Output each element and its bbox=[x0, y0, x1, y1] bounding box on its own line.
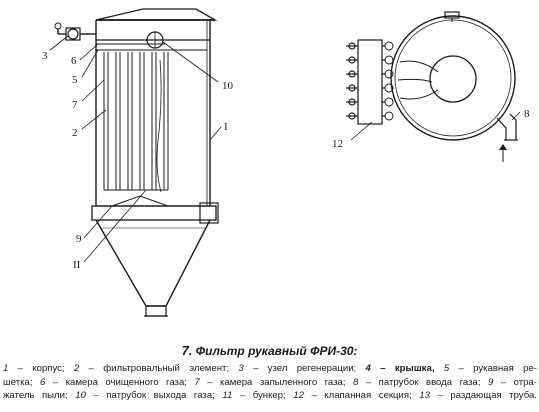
label-6: 6 bbox=[71, 55, 77, 67]
legend-number: 1 bbox=[3, 363, 9, 374]
filter-drawing: 3 6 5 7 2 9 II 10 I bbox=[42, 8, 530, 317]
legend-text: – узел регенерации; bbox=[243, 363, 366, 374]
legend-number: 7 bbox=[194, 376, 200, 388]
legend-number: 4 bbox=[365, 363, 371, 374]
legend-number: 13 bbox=[419, 390, 430, 401]
figure-title: Фильтр рукавный ФРИ-30: bbox=[195, 344, 358, 358]
legend-text: – клапанная секция; bbox=[303, 390, 420, 401]
legend-number: 10 bbox=[75, 390, 86, 401]
legend-number: 9 bbox=[487, 376, 494, 388]
top-view-labels: 12 8 bbox=[332, 108, 530, 150]
hopper bbox=[95, 219, 211, 307]
legend-text: – фильтровальный элемент; bbox=[79, 363, 239, 374]
regeneration-unit bbox=[54, 22, 96, 41]
legend-number: 5 bbox=[443, 363, 450, 374]
label-8: 8 bbox=[524, 108, 530, 120]
housing-plan bbox=[390, 15, 516, 141]
label-12: 12 bbox=[332, 138, 343, 150]
legend-text: – патрубок ввода газа; bbox=[358, 376, 488, 388]
legend-number: 12 bbox=[293, 390, 304, 401]
label-9: 9 bbox=[76, 233, 82, 245]
legend-number: 6 bbox=[39, 376, 46, 388]
top-view bbox=[346, 11, 521, 162]
legend-line: 1 – корпус; 2 – фильтровальный элемент; … bbox=[3, 362, 537, 376]
label-10: 10 bbox=[222, 80, 234, 92]
caption-legend: 1 – корпус; 2 – фильтровальный элемент; … bbox=[3, 362, 537, 403]
hopper-flange bbox=[91, 205, 217, 221]
filter-bags bbox=[103, 52, 169, 191]
label-ii: II bbox=[73, 259, 81, 271]
label-3: 3 bbox=[42, 50, 48, 62]
side-view-labels: 3 6 5 7 2 9 II 10 I bbox=[42, 50, 234, 271]
label-7: 7 bbox=[72, 99, 78, 111]
figure-number: 7. bbox=[181, 343, 193, 358]
label-5: 5 bbox=[72, 74, 78, 86]
side-view bbox=[49, 8, 222, 317]
cover bbox=[95, 8, 218, 21]
distribution-pipes bbox=[384, 41, 439, 121]
legend-number: 3 bbox=[238, 363, 244, 374]
dust-deflector bbox=[111, 195, 169, 207]
legend-text: жатель пыли; bbox=[3, 390, 76, 401]
legend-text: – рукавная ре- bbox=[449, 363, 537, 374]
label-2: 2 bbox=[72, 127, 78, 139]
legend-text: – раздающая труба. bbox=[429, 390, 537, 401]
legend-text: – отра- bbox=[493, 376, 537, 388]
legend-text: – камера запыленного газа; bbox=[199, 376, 354, 388]
gas-inlet-pipe bbox=[496, 113, 517, 140]
label-i: I bbox=[224, 121, 228, 133]
legend-line: жатель пыли; 10 – патрубок выхода газа; … bbox=[3, 389, 537, 403]
valve-section bbox=[346, 39, 385, 125]
legend-text: – бункер; bbox=[232, 390, 294, 401]
legend-text: – корпус; bbox=[8, 363, 74, 374]
outlet-plan bbox=[429, 55, 477, 103]
legend-text: – камера очищенного газа; bbox=[45, 376, 195, 388]
legend-text: – крышка, bbox=[370, 363, 444, 374]
legend-line: шетка; 6 – камера очищенного газа; 7 – к… bbox=[3, 376, 537, 390]
legend-number: 11 bbox=[222, 390, 233, 401]
legend-number: 8 bbox=[353, 376, 359, 388]
legend-text: – патрубок выхода газа; bbox=[85, 390, 223, 401]
legend-number: 2 bbox=[73, 363, 80, 374]
legend-text: шетка; bbox=[3, 376, 40, 388]
caption-title: 7. Фильтр рукавный ФРИ-30: bbox=[0, 343, 539, 358]
